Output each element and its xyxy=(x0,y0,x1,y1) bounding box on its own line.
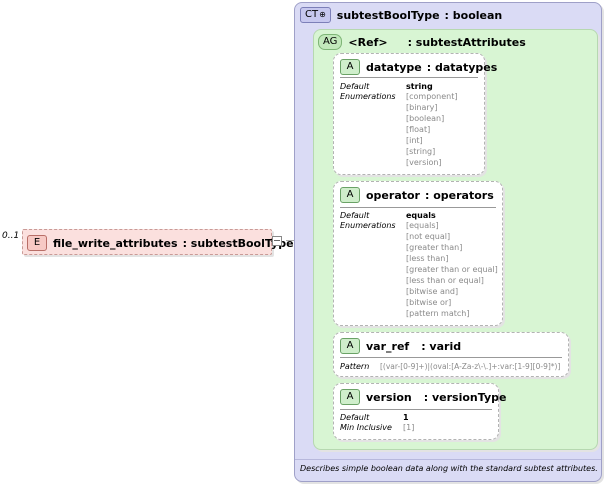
default-value: 1 xyxy=(403,413,409,422)
attribute-name: datatype xyxy=(366,60,422,74)
element-cardinality: 0..1 xyxy=(2,231,20,241)
attribute-divider xyxy=(340,207,496,208)
complex-type-description: Describes simple boolean data along with… xyxy=(300,464,598,473)
complex-type-badge: CT⊕ xyxy=(300,7,331,23)
attribute-divider xyxy=(340,409,492,410)
attribute-type: : operators xyxy=(424,188,494,202)
link-icon: ⊕ xyxy=(319,10,326,19)
attribute-type: : versionType xyxy=(423,390,507,404)
attribute-divider xyxy=(340,357,562,358)
enum-value: [float] xyxy=(406,125,431,134)
complex-type-name: subtestBoolType xyxy=(336,8,440,22)
enum-value: [less than] xyxy=(406,254,449,263)
attribute-group-type: : subtestAttributes xyxy=(407,35,526,49)
attribute-operator-box[interactable]: A operator : operators Default Enumerati… xyxy=(333,181,503,326)
attribute-group-badge: AG xyxy=(318,34,343,50)
element-badge: E xyxy=(27,235,47,251)
pattern-value: [(var-[0-9]+)|(oval:[A-Za-z\-\.]+:var:[1… xyxy=(380,362,561,371)
attribute-type: : datatypes xyxy=(426,60,498,74)
attribute-version-box[interactable]: A version : versionType Default Min Incl… xyxy=(333,383,506,440)
attribute-name: var_ref xyxy=(366,339,410,353)
label-default: Default xyxy=(340,82,370,91)
element-type: : subtestBoolType xyxy=(182,236,294,250)
complex-type-description-divider xyxy=(295,459,601,460)
label-default: Default xyxy=(340,211,370,220)
label-min-inclusive: Min Inclusive xyxy=(340,423,392,432)
default-value: string xyxy=(406,82,433,91)
enum-value: [greater than or equal] xyxy=(406,265,498,274)
attribute-badge: A xyxy=(340,389,360,405)
enum-value: [component] xyxy=(406,92,458,101)
min-inclusive-value: [1] xyxy=(403,423,415,432)
element-name: file_write_attributes xyxy=(53,236,178,250)
connector-element-to-type xyxy=(286,240,296,241)
label-default: Default xyxy=(340,413,370,422)
attribute-badge: A xyxy=(340,59,360,75)
attribute-var-ref-box[interactable]: A var_ref : varid Pattern [(var-[0-9]+)|… xyxy=(333,332,569,377)
enum-value: [binary] xyxy=(406,103,438,112)
enum-value: [greater than] xyxy=(406,243,463,252)
label-enumerations: Enumerations xyxy=(340,92,396,101)
enum-value: [bitwise or] xyxy=(406,298,452,307)
attribute-datatype-box[interactable]: A datatype : datatypes Default Enumerati… xyxy=(333,53,497,175)
label-enumerations: Enumerations xyxy=(340,221,396,230)
enum-value: [less than or equal] xyxy=(406,276,484,285)
enum-value: [boolean] xyxy=(406,114,445,123)
attribute-name: version xyxy=(366,390,412,404)
enum-value: [bitwise and] xyxy=(406,287,459,296)
enum-value: [pattern match] xyxy=(406,309,470,318)
enum-value: [version] xyxy=(406,158,442,167)
attribute-badge: A xyxy=(340,187,360,203)
attribute-group-name: <Ref> xyxy=(348,35,388,49)
element-box[interactable]: E file_write_attributes : subtestBoolTyp… xyxy=(22,229,294,255)
enum-value: [equals] xyxy=(406,221,439,230)
attribute-name: operator xyxy=(366,188,420,202)
attribute-badge: A xyxy=(340,338,360,354)
enum-value: [not equal] xyxy=(406,232,451,241)
complex-type-type: : boolean xyxy=(444,8,503,22)
label-pattern: Pattern xyxy=(340,362,370,371)
enum-value: [int] xyxy=(406,136,423,145)
expand-collapse-icon[interactable] xyxy=(272,236,282,246)
attribute-type: : varid xyxy=(421,339,462,353)
attribute-divider xyxy=(340,77,478,78)
default-value: equals xyxy=(406,211,436,220)
enum-value: [string] xyxy=(406,147,436,156)
